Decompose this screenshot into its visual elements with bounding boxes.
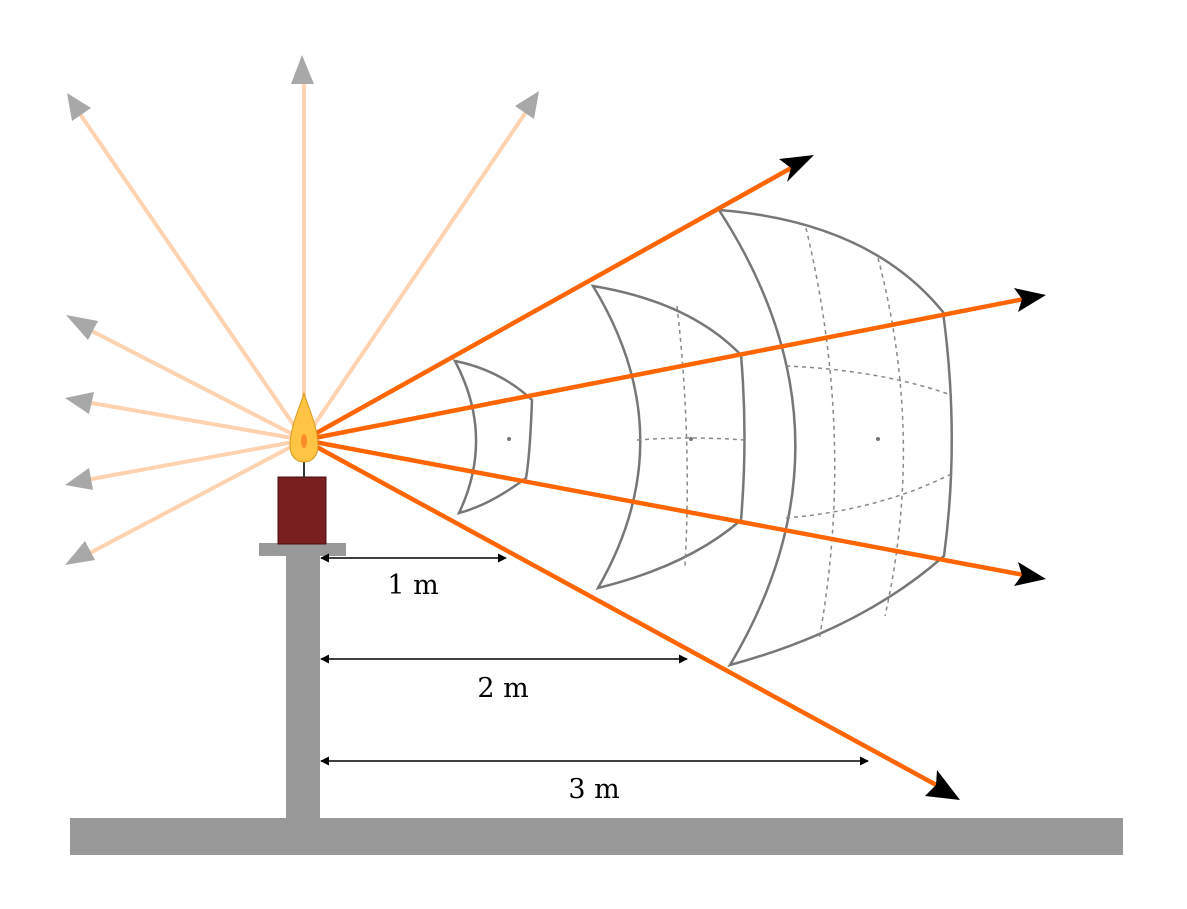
faded-ray [78, 112, 306, 442]
surface-1m [452, 359, 534, 515]
bright-arrowhead [1014, 562, 1046, 586]
surface-2m [590, 284, 746, 590]
bright-arrowhead [779, 155, 814, 182]
candle-icon [277, 391, 327, 545]
dimension-3m: 3 m [320, 756, 869, 805]
bright-rays [302, 155, 1046, 800]
faded-ray [85, 400, 305, 442]
bright-ray [303, 296, 1025, 443]
faded-arrowhead [65, 392, 94, 414]
bright-arrowhead [1014, 288, 1046, 312]
distance-label-3m: 3 m [568, 774, 619, 805]
center-dot [876, 437, 880, 441]
candle-body [277, 476, 327, 545]
ground-bar [70, 818, 1123, 855]
flame-core [301, 434, 307, 448]
distance-label-1m: 1 m [387, 570, 438, 601]
faded-ray [85, 438, 305, 482]
faded-arrowhead [66, 315, 98, 340]
faded-ray [302, 110, 528, 442]
flame-icon [289, 391, 319, 463]
faded-arrowhead [67, 93, 91, 121]
dimension-1m: 1 m [320, 553, 507, 601]
faded-ray [83, 325, 305, 442]
dimension-2m: 2 m [320, 654, 688, 704]
distance-label-2m: 2 m [477, 673, 528, 704]
faded-arrowhead [65, 541, 95, 565]
surface-3m [716, 208, 953, 668]
faded-rays [65, 55, 539, 565]
bright-arrowhead [925, 770, 960, 800]
faded-arrowhead [65, 468, 93, 490]
center-dot [507, 437, 511, 441]
center-dot [689, 437, 693, 441]
stand-plate [259, 543, 346, 556]
bright-ray [302, 438, 942, 789]
bright-ray [302, 165, 795, 442]
faded-arrowhead [291, 55, 314, 84]
stand-post [286, 553, 320, 821]
faded-ray [85, 438, 305, 557]
bright-ray [303, 437, 1025, 578]
faded-arrowhead [515, 91, 539, 119]
